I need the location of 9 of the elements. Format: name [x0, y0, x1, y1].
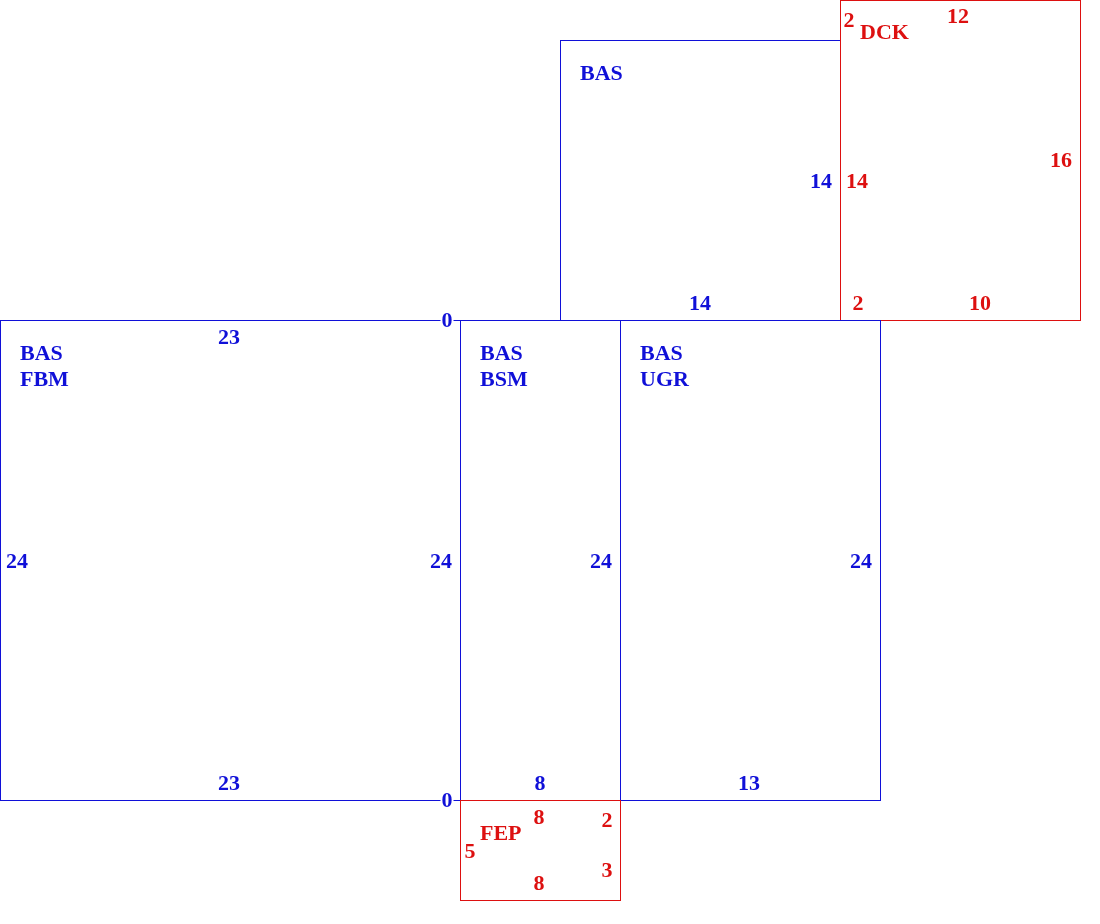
room-name: BAS: [580, 60, 623, 86]
room-outline: [840, 0, 1081, 321]
room-outline: [620, 320, 881, 801]
room-outline: [460, 800, 621, 901]
room-name: DCK: [860, 19, 909, 45]
room-name: FEP: [480, 820, 522, 846]
room-name: BAS BSM: [480, 340, 528, 392]
room-name: BAS FBM: [20, 340, 69, 392]
room-name: BAS UGR: [640, 340, 689, 392]
